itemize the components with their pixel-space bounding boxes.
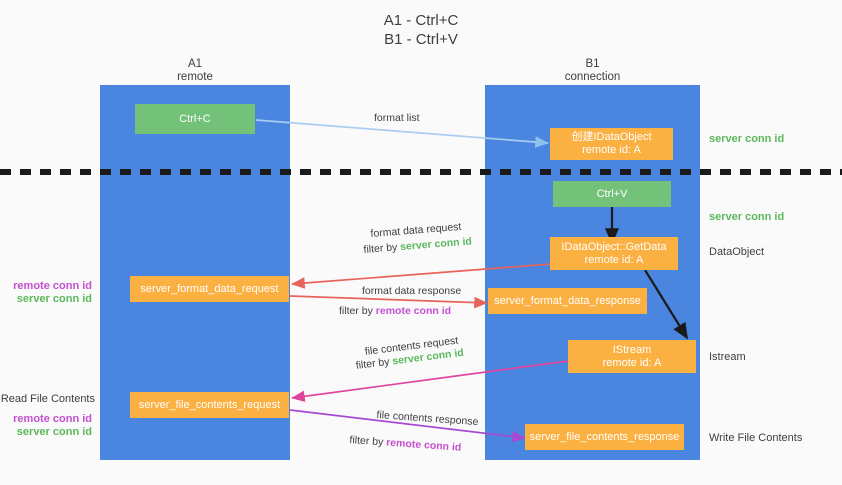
annot-remote-conn-id-2: remote conn id [13,413,92,425]
box-server-file-contents-response-label: server_file_contents_response [529,430,680,443]
annot-write-file-contents: Write File Contents [709,432,803,444]
annot-istream: Istream [709,351,746,363]
box-ctrl-v[interactable]: Ctrl+V [553,181,671,207]
label-format-data-response-filter-value: remote conn id [375,305,452,317]
box-create-dataobject-line1: 创建IDataObject [571,131,652,143]
annot-remote-conn-id-1: remote conn id [13,280,92,292]
column-a1-name: A1 [187,58,203,70]
label-format-data-request-filter-prefix: filter by [363,241,401,256]
box-ctrl-c-label: Ctrl+C [179,112,211,125]
box-server-file-contents-request-label: server_file_contents_request [138,398,281,411]
label-format-data-request-filter-value: server conn id [399,235,473,254]
box-server-file-contents-response[interactable]: server_file_contents_response [525,424,684,450]
box-server-format-data-request-label: server_format_data_request [140,282,279,295]
box-getdata-line1: IDataObject::GetData [561,240,667,253]
annot-server-conn-id-1: server conn id [16,293,92,305]
label-format-data-response-filter-prefix: filter by [339,305,376,317]
annot-dataobject: DataObject [709,246,765,258]
box-getdata-line2: remote id: A [584,253,644,266]
column-header-a1: A1 remote [100,58,290,84]
column-header-b1: B1 connection [485,58,700,84]
label-file-contents-response-filter-value: remote conn id [385,436,462,454]
column-b1-sub: connection [564,71,621,83]
box-server-format-data-response-label: server_format_data_response [494,294,641,307]
box-istream-line1: IStream [612,343,652,356]
annot-read-file-contents: Read File Contents [0,393,95,405]
annot-server-conn-id-2: server conn id [16,426,92,438]
box-istream-line2: remote id: A [602,356,662,369]
label-format-data-response-filter: filter by remote conn id [339,304,451,318]
label-file-contents-response-filter-prefix: filter by [349,433,387,449]
column-b1-name: B1 [585,58,600,70]
box-ctrl-c[interactable]: Ctrl+C [135,104,255,134]
annot-server-conn-id-mid: server conn id [709,211,785,223]
box-server-format-data-response[interactable]: server_format_data_response [488,288,647,314]
diagram-title-line2: B1 - Ctrl+V [384,31,458,48]
column-a1-sub: remote [177,71,213,83]
box-istream[interactable]: IStream remote id: A [568,340,696,373]
box-server-file-contents-request[interactable]: server_file_contents_request [130,392,289,418]
label-format-data-response: format data response [362,285,462,297]
label-file-contents-response: file contents response [376,408,479,429]
box-ctrl-v-label: Ctrl+V [596,187,628,200]
label-file-contents-request-filter-prefix: filter by [355,355,394,372]
box-idataobject-getdata[interactable]: IDataObject::GetData remote id: A [550,237,678,270]
annot-server-conn-id-top: server conn id [709,133,785,145]
box-create-dataobject-line2: remote id: A [582,144,641,156]
box-create-dataobject[interactable]: 创建IDataObject remote id: A [550,128,673,160]
label-format-list: format list [374,112,420,124]
label-file-contents-response-filter: filter by remote conn id [349,433,462,455]
box-server-format-data-request[interactable]: server_format_data_request [130,276,289,302]
diagram-title-line1: A1 - Ctrl+C [383,12,459,29]
